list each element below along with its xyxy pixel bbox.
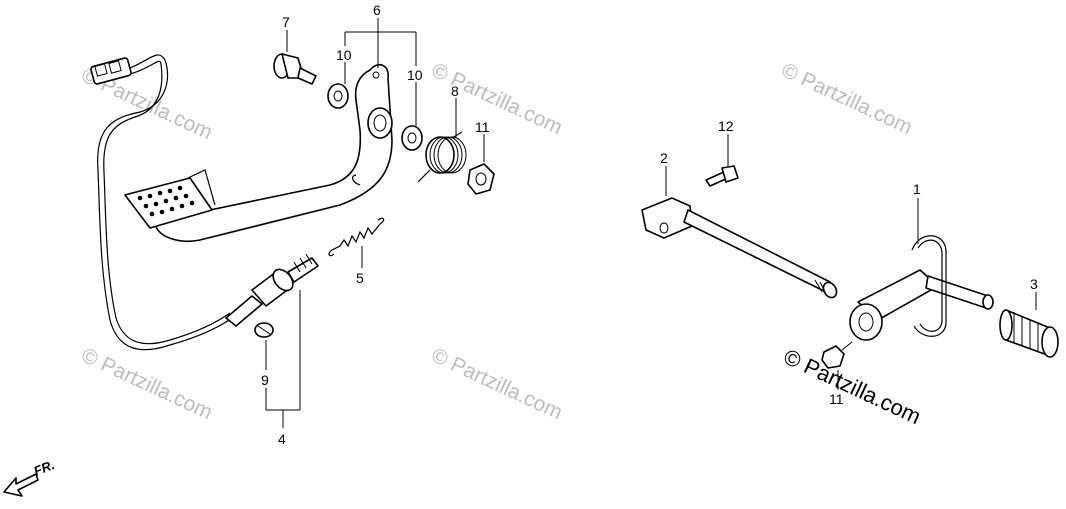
callout-4: 4 [278,431,286,447]
watermarks: © Partzilla.com © Partzilla.com © Partzi… [78,59,925,429]
watermark-text: © Partzilla.com [780,344,925,429]
callout-5: 5 [356,270,364,286]
bolt-12 [705,165,739,187]
washer-10-left [327,83,349,109]
callouts: 1 2 3 4 5 6 7 8 9 10 10 11 11 12 [261,2,1038,447]
callout-11-right: 11 [829,391,844,407]
watermark-text: © Partzilla.com [78,344,216,425]
spring-5 [328,217,385,257]
callout-6: 6 [373,2,381,18]
watermark-text: © Partzilla.com [428,59,566,140]
callout-8: 8 [451,83,459,99]
shift-rubber-3 [999,309,1059,358]
callout-10-left: 10 [336,47,352,63]
nut-11-left [467,163,495,195]
brake-pedal [124,63,393,242]
clip-9 [254,322,274,338]
return-spring-8 [417,131,467,183]
leader-lines [265,18,1037,428]
front-direction-indicator: FR. [3,457,57,497]
callout-2: 2 [660,150,668,166]
washer-10-right [401,125,423,151]
callout-7: 7 [282,14,290,30]
callout-12: 12 [718,118,734,134]
brake-switch-wire [90,54,319,351]
callout-9: 9 [261,372,269,388]
gearshift-spindle [641,197,838,299]
bolt-7 [273,53,317,85]
watermark-text: © Partzilla.com [778,59,916,140]
watermark-text: © Partzilla.com [428,344,566,425]
front-label: FR. [32,457,57,479]
nut-11-right [821,341,853,369]
pedal-pad-studs [137,185,195,217]
callout-1: 1 [913,181,921,197]
callout-3: 3 [1030,276,1038,292]
front-arrow-icon [3,473,39,497]
callout-10-right: 10 [407,67,423,83]
gearshift-pedal [849,235,994,341]
callout-11-left: 11 [475,119,490,135]
